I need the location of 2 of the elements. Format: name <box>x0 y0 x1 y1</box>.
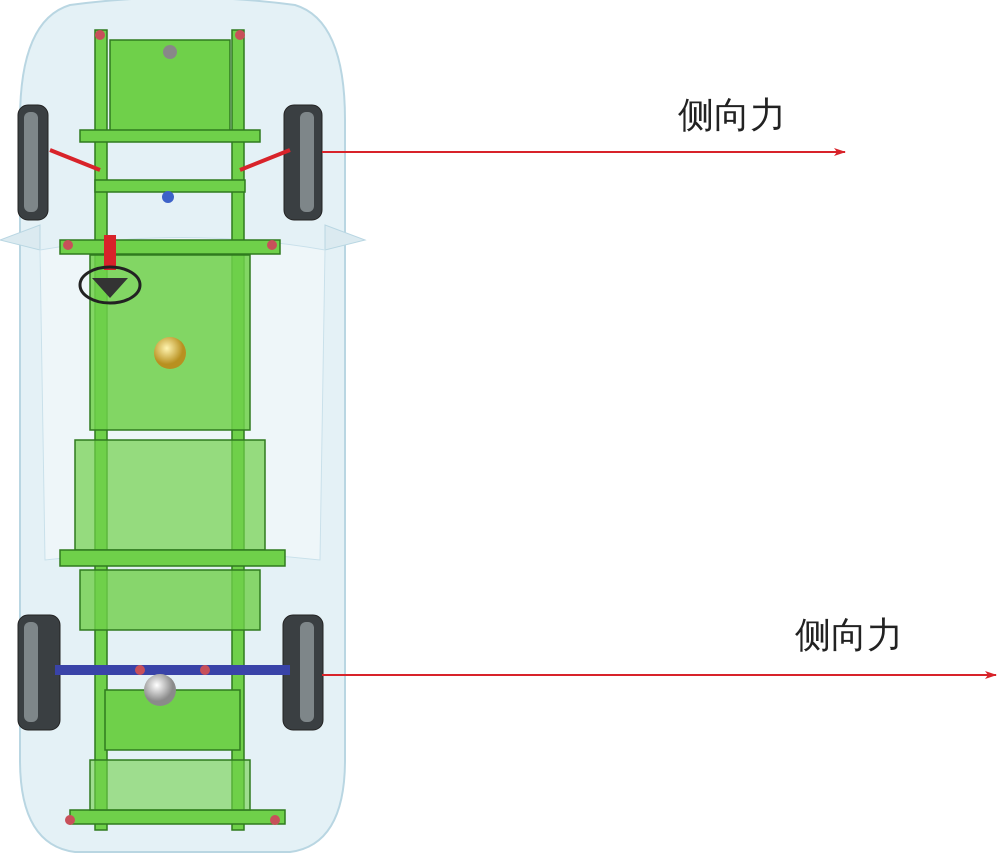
force-label: 侧向力 <box>678 98 786 134</box>
force-label: 侧向力 <box>795 618 903 654</box>
